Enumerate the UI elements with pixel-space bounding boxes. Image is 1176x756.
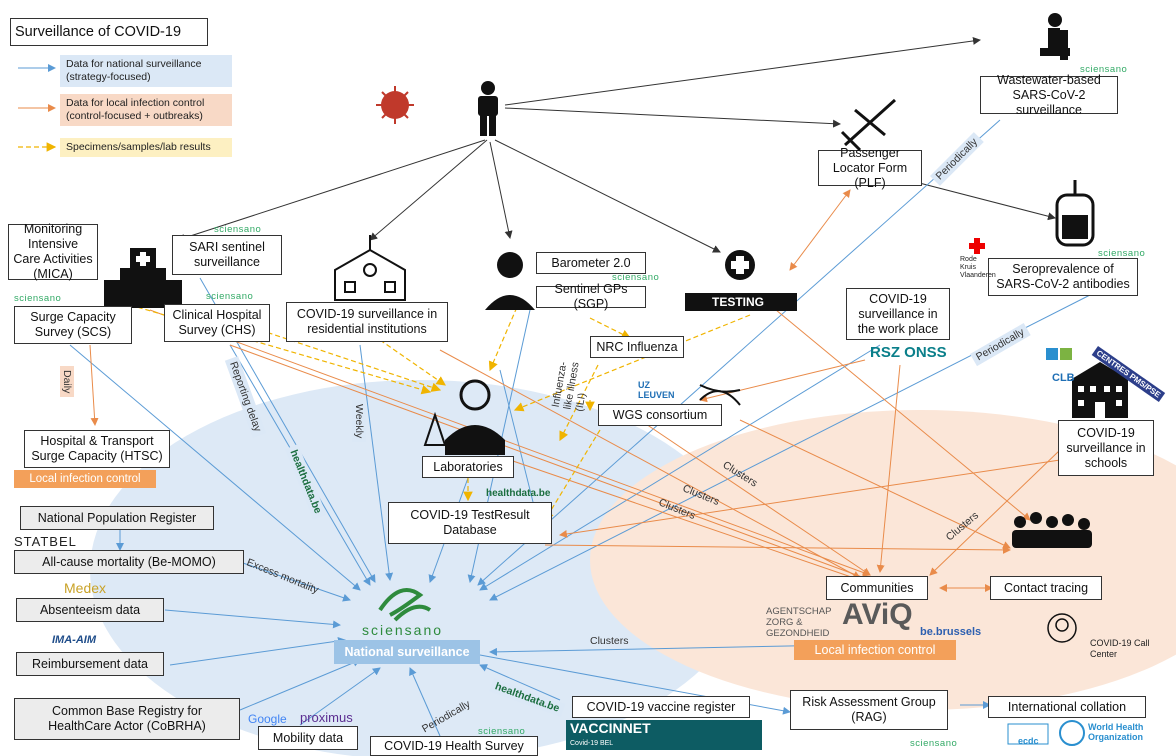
testing-icon bbox=[685, 250, 797, 311]
call-center-icon bbox=[1047, 613, 1077, 643]
scientist-icon bbox=[423, 379, 505, 455]
doctor-icon bbox=[485, 252, 535, 310]
national-surveillance-node: National surveillance bbox=[334, 640, 480, 664]
chs-node: Clinical Hospital Survey (CHS) bbox=[164, 304, 270, 342]
local-infection-control-badge-1: Local infection control bbox=[14, 470, 156, 488]
edge-label-daily: Daily bbox=[60, 366, 74, 398]
medex-logo: Medex bbox=[64, 580, 107, 596]
be-momo-node: All-cause mortality (Be-MOMO) bbox=[14, 550, 244, 574]
mobility-node: Mobility data bbox=[258, 726, 358, 750]
person-icon bbox=[478, 81, 498, 136]
barometer-node: Barometer 2.0 bbox=[536, 252, 646, 274]
vaccinnet-sub: Covid-19 BEL bbox=[570, 740, 614, 747]
vaccinnet-logo: VACCINNET bbox=[566, 720, 762, 750]
pop-register-node: National Population Register bbox=[20, 506, 214, 530]
dna-icon bbox=[699, 384, 741, 406]
communities-node: Communities bbox=[826, 576, 928, 600]
airplane-icon bbox=[840, 98, 897, 152]
sciensano-logo-sero: sciensano bbox=[1098, 248, 1146, 259]
diagram-title: Surveillance of COVID-19 bbox=[10, 18, 208, 46]
toilet-person-icon bbox=[1040, 13, 1070, 60]
mica-node: Monitoring Intensive Care Activities (MI… bbox=[8, 222, 98, 281]
residential-building-icon bbox=[334, 235, 406, 301]
who-logo-icon bbox=[1059, 720, 1085, 746]
ecdc-logo: ecdc bbox=[1018, 736, 1039, 746]
scs-node: Surge Capacity Survey (SCS) bbox=[14, 306, 132, 344]
crowd-icon bbox=[1012, 512, 1092, 548]
sciensano-logo-sari: sciensano bbox=[214, 224, 262, 235]
edge-label-clusters-5: Clusters bbox=[590, 635, 629, 647]
legend-national: Data for national surveillance (strategy… bbox=[60, 55, 232, 87]
aviq-logo: AViQ bbox=[842, 598, 913, 631]
virus-icon bbox=[376, 86, 414, 124]
reimbursement-node: Reimbursement data bbox=[16, 652, 164, 676]
blood-bag-icon bbox=[1055, 180, 1095, 247]
sciensano-wordmark: sciensano bbox=[362, 622, 444, 638]
legend-specimens: Specimens/samples/lab results bbox=[60, 138, 232, 157]
ima-aim-logo: IMA-AIM bbox=[52, 634, 96, 646]
statbel-logo: STATBEL bbox=[14, 534, 77, 549]
national-zone bbox=[90, 380, 750, 756]
sciensano-logo-wastewater: sciensano bbox=[1080, 64, 1128, 75]
testresult-node: COVID-19 TestResult Database bbox=[388, 502, 552, 544]
hospital-icon bbox=[104, 248, 182, 308]
uz-leuven-logo: UZ LEUVEN bbox=[638, 380, 675, 400]
workplace-node: COVID-19 surveillance in the work place bbox=[846, 288, 950, 340]
contact-tracing-node: Contact tracing bbox=[990, 576, 1102, 600]
proximus-logo: proximus bbox=[300, 710, 353, 725]
be-brussels-logo: be.brussels bbox=[920, 626, 982, 638]
rsz-onss-logo: RSZ ONSS bbox=[870, 344, 947, 361]
school-building-icon bbox=[1070, 362, 1130, 418]
laboratories-node: Laboratories bbox=[422, 456, 514, 478]
wgs-node: WGS consortium bbox=[598, 404, 722, 426]
red-cross-icon bbox=[969, 238, 985, 254]
plf-node: Passenger Locator Form (PLF) bbox=[818, 146, 922, 190]
sciensano-logo-rag: sciensano bbox=[910, 738, 958, 749]
sciensano-logo-scs: sciensano bbox=[14, 293, 62, 304]
cobrha-node: Common Base Registry for HealthCare Acto… bbox=[14, 698, 240, 740]
absenteeism-node: Absenteeism data bbox=[16, 598, 164, 622]
vaccine-register-node: COVID-19 vaccine register bbox=[572, 696, 750, 718]
sari-node: SARI sentinel surveillance bbox=[172, 235, 282, 275]
healthdata-logo-top: healthdata.be bbox=[486, 488, 551, 499]
sciensano-logo-chs: sciensano bbox=[206, 291, 254, 302]
google-logo: Google bbox=[248, 712, 287, 726]
local-infection-control-badge-2: Local infection control bbox=[794, 640, 956, 660]
edge-label-weekly: Weekly bbox=[352, 400, 366, 443]
agentschap-logo: AGENTSCHAP ZORG & GEZONDHEID bbox=[766, 606, 832, 639]
legend-local: Data for local infection control (contro… bbox=[60, 94, 232, 126]
rode-kruis-label: Rode Kruis Vlaanderen bbox=[960, 256, 996, 279]
schools-node: COVID-19 surveillance in schools bbox=[1058, 420, 1154, 476]
residential-node: COVID-19 surveillance in residential ins… bbox=[286, 302, 448, 342]
testing-label: TESTING bbox=[712, 295, 765, 309]
rag-node: Risk Assessment Group (RAG) bbox=[790, 690, 948, 730]
international-node: International collation bbox=[988, 696, 1146, 718]
ecdc-logo-icon bbox=[1007, 723, 1049, 745]
call-center-label: COVID-19 Call Center bbox=[1090, 638, 1150, 659]
sciensano-logo-sgp: sciensano bbox=[612, 272, 660, 283]
sgp-node: Sentinel GPs (SGP) bbox=[536, 282, 646, 311]
who-logo: World Health Organization bbox=[1088, 722, 1144, 742]
seroprevalence-node: Seroprevalence of SARS-CoV-2 antibodies bbox=[988, 258, 1138, 296]
htsc-node: Hospital & Transport Surge Capacity (HTS… bbox=[24, 430, 170, 468]
sciensano-logo-survey: sciensano bbox=[478, 726, 526, 737]
health-survey-node: COVID-19 Health Survey bbox=[370, 736, 538, 756]
clb-logo-icon bbox=[1046, 348, 1072, 360]
wastewater-node: Wastewater-based SARS-CoV-2 surveillance bbox=[980, 73, 1118, 117]
clb-logo: CLB bbox=[1052, 372, 1075, 384]
sciensano-logo bbox=[378, 588, 432, 622]
nrc-node: NRC Influenza bbox=[590, 336, 684, 358]
